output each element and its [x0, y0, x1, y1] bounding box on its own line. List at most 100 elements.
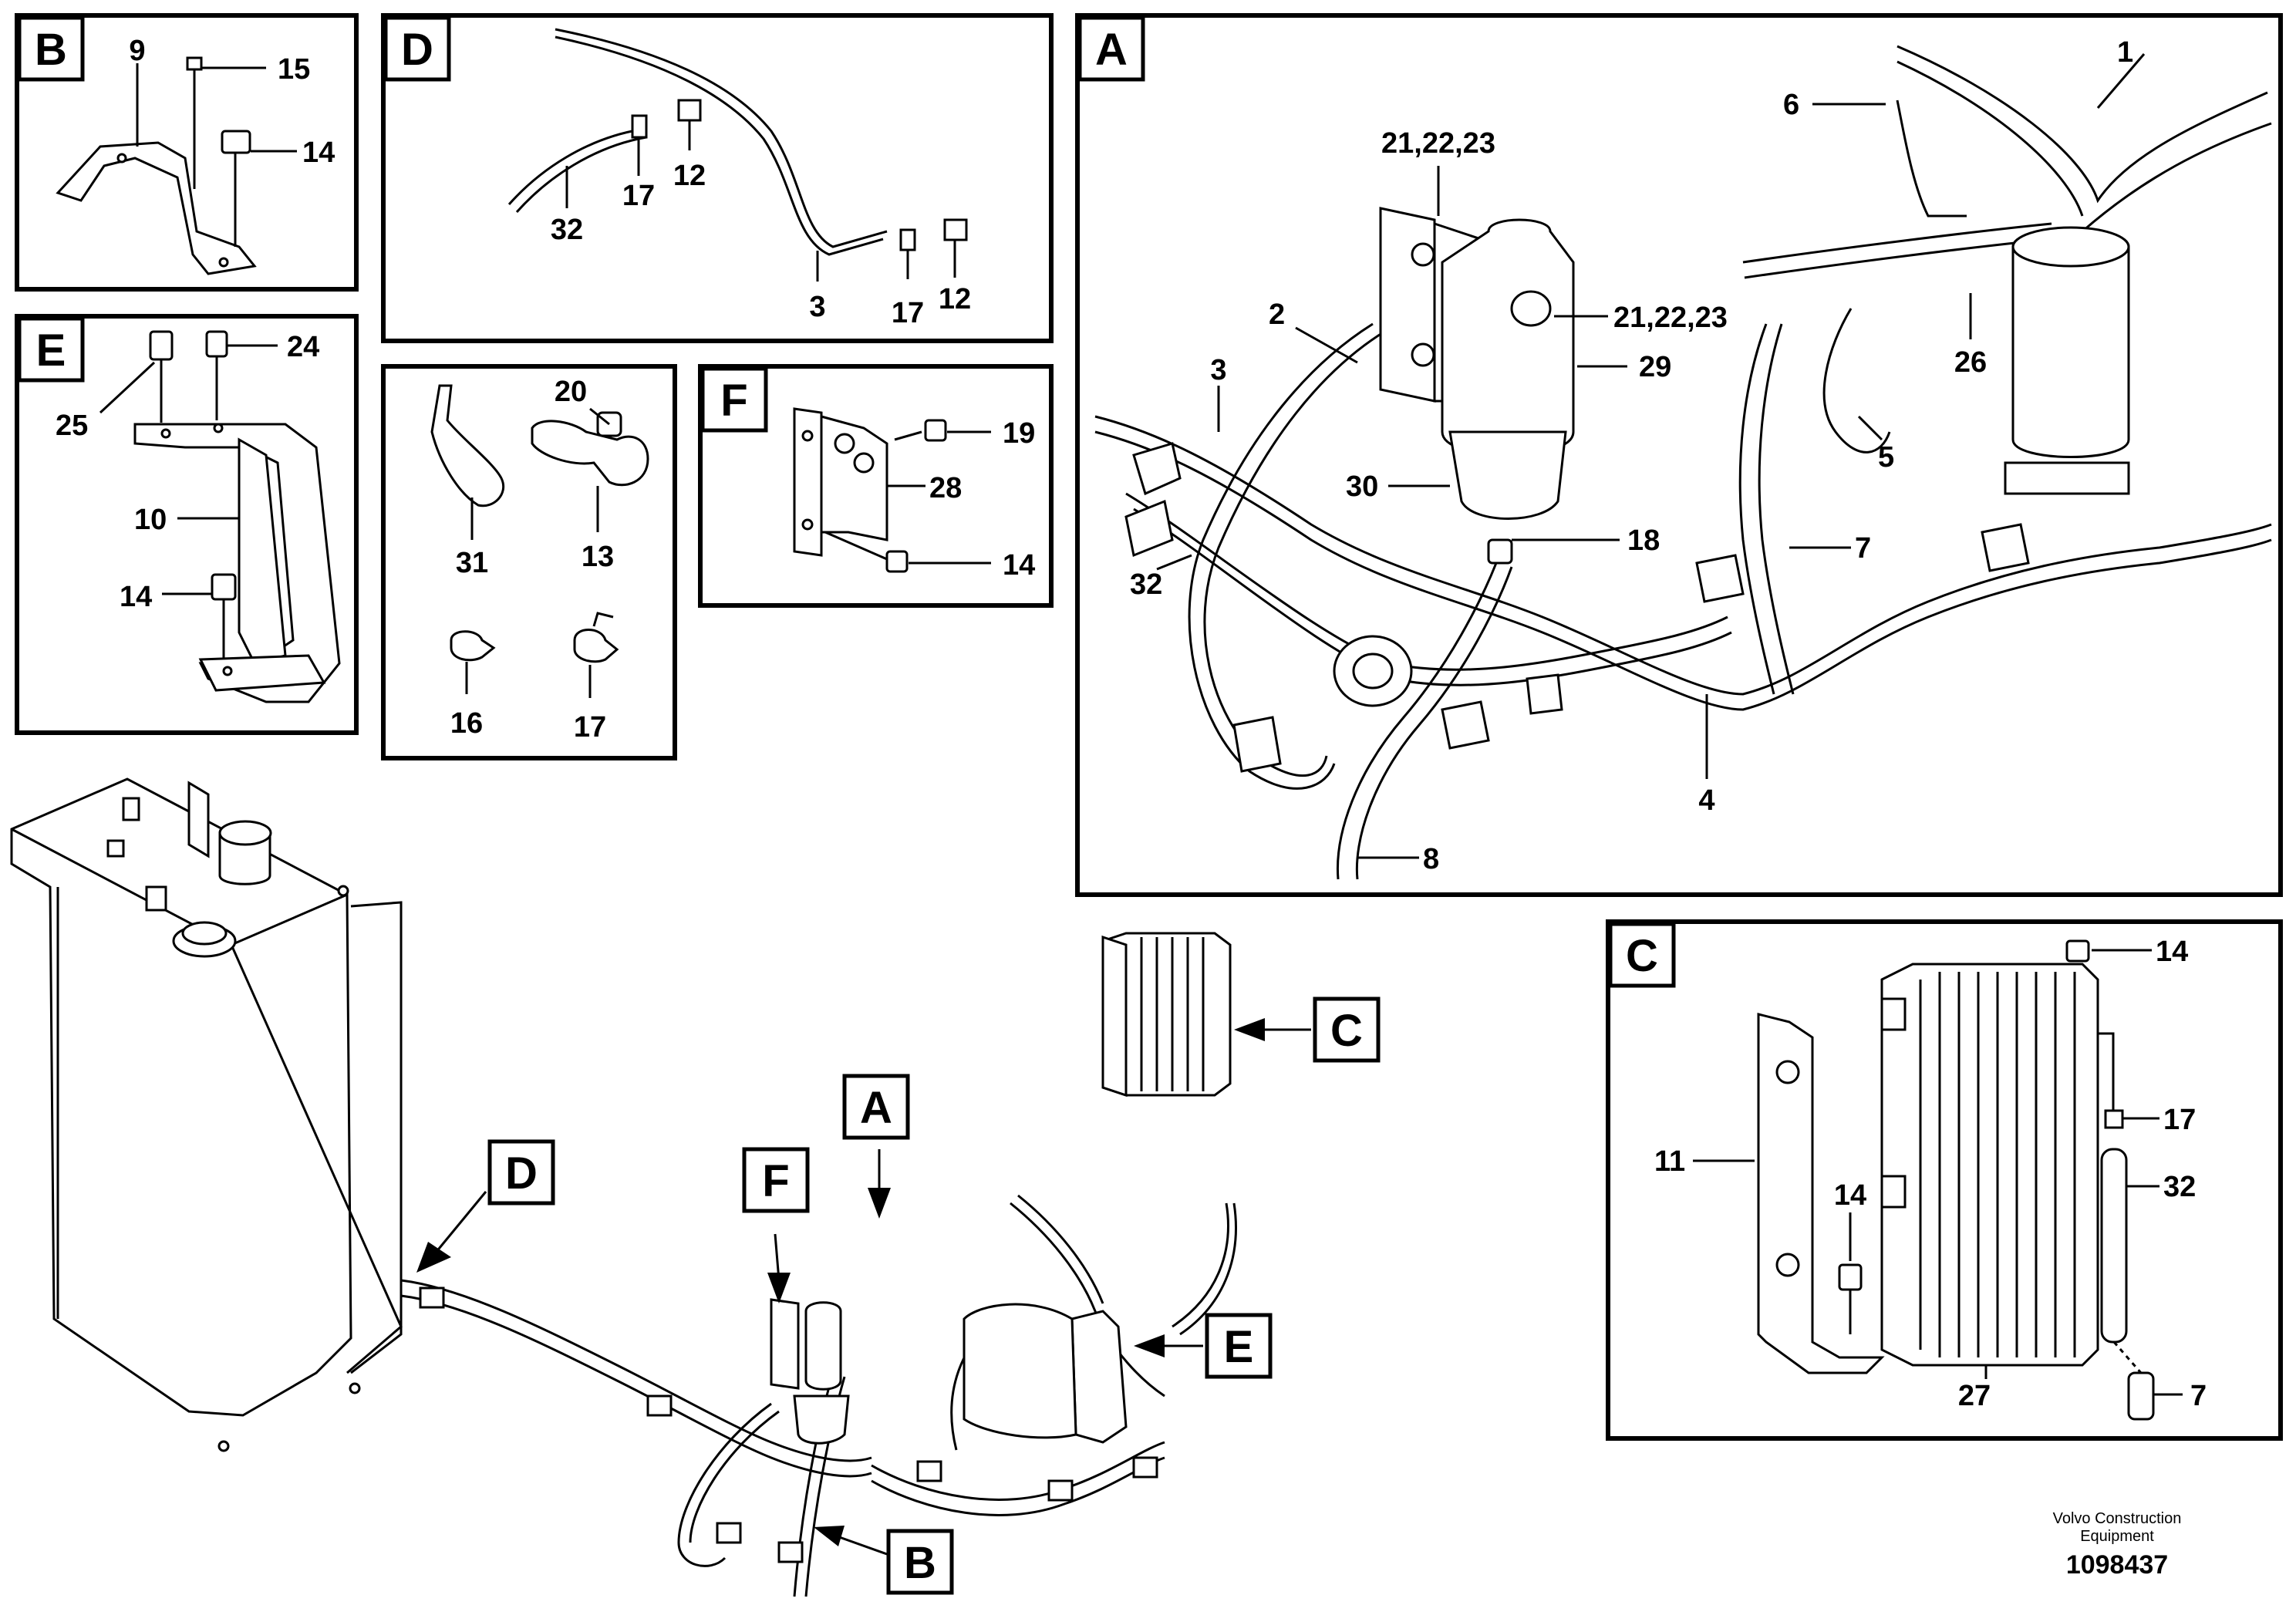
overview-clamp — [1047, 1479, 1074, 1502]
footer: Volvo Construction Equipment 1098437 — [2053, 1510, 2182, 1580]
hose-32 — [2100, 1148, 2128, 1344]
label-15: 15 — [278, 53, 310, 86]
overview-tag-e-letter: E — [1224, 1322, 1254, 1372]
label-9: 9 — [129, 35, 145, 67]
label-14: 14 — [1003, 549, 1035, 582]
leader-2 — [1295, 326, 1358, 364]
panel-f-tag — [700, 366, 768, 433]
overview-hose-7-b — [1017, 1194, 1104, 1304]
hose-8-b — [1355, 566, 1513, 880]
arrow-d-line — [430, 1191, 487, 1258]
bracket-hole — [218, 257, 229, 268]
fuel-tank — [10, 777, 352, 1417]
bolt-14-top — [2065, 939, 2090, 963]
leader-5 — [1857, 415, 1883, 441]
bolt-25-head — [149, 330, 174, 361]
panel-c: C 14 17 11 14 32 27 7 — [1606, 919, 2283, 1441]
hose-32-a — [507, 128, 641, 205]
tank-fitting — [145, 885, 167, 912]
overview-clamp — [419, 1286, 445, 1309]
fuel-cooler-27 — [1880, 963, 2099, 1367]
overview-hose-c — [1172, 1202, 1229, 1328]
hose-26 — [1742, 222, 2052, 264]
panel-d: D 32 17 12 3 17 12 — [381, 13, 1054, 343]
label-31: 31 — [456, 547, 488, 579]
label-7: 7 — [1855, 532, 1871, 565]
label-24: 24 — [287, 331, 319, 363]
leader-1 — [2096, 53, 2146, 109]
bracket-nut — [1775, 1060, 1800, 1084]
overview-bundle-frame — [963, 1303, 1077, 1439]
fitting-12-top — [677, 99, 702, 122]
panel-f-frame — [698, 364, 1054, 608]
overview-tag-d-letter: D — [505, 1148, 538, 1199]
cooler-mount-top — [1880, 997, 1907, 1031]
hose-2-b — [1203, 330, 1385, 777]
bracket-hole — [801, 518, 814, 531]
tank-fitting — [122, 797, 140, 821]
panel-c-frame — [1606, 919, 2283, 1441]
label-17: 17 — [574, 711, 606, 744]
hose-1-c — [2082, 122, 2272, 233]
label-17: 17 — [622, 180, 655, 212]
arrow-f-head — [767, 1273, 791, 1303]
label-14: 14 — [120, 581, 152, 613]
label-32: 32 — [2163, 1171, 2196, 1203]
panel-d-frame — [381, 13, 1054, 343]
filter-fitting — [1510, 290, 1552, 327]
cable-tie-31 — [430, 384, 505, 508]
label-19: 19 — [1003, 417, 1035, 450]
panel-a: A — [1075, 13, 2283, 897]
overview-water-separator — [793, 1394, 850, 1445]
bracket-28-side — [820, 415, 888, 541]
hose-5 — [1822, 308, 1891, 454]
overview-bracket-e — [1070, 1310, 1128, 1444]
bolt-14-shaft — [824, 531, 888, 561]
label-1: 1 — [2117, 36, 2133, 69]
nut — [834, 433, 855, 454]
arrow-b-head — [814, 1526, 845, 1546]
hose-clamp — [1981, 523, 2030, 572]
label-14: 14 — [2156, 936, 2188, 968]
fuel-filter-29 — [1441, 218, 1575, 457]
hose-8 — [1336, 562, 1498, 880]
hose-32-b — [1133, 508, 1732, 686]
overview-fuel-filter — [804, 1301, 842, 1391]
bolt-14-head — [211, 573, 237, 601]
label-14b: 14 — [1834, 1179, 1866, 1212]
drain-valve-18 — [1487, 538, 1513, 565]
panel-b-frame — [15, 13, 359, 292]
overview-cooler-bracket — [1101, 935, 1128, 1098]
nut — [853, 452, 875, 474]
bolt-24-head — [205, 330, 228, 358]
hose-clamp — [1695, 554, 1745, 603]
hose-7-end — [2127, 1371, 2155, 1421]
hose-3-upper — [555, 28, 888, 248]
leader-25 — [99, 361, 156, 414]
bracket-nut — [1411, 242, 1435, 267]
tank-right-face — [350, 901, 403, 1374]
overview-assembly: D F A C E B — [10, 777, 1381, 1597]
cooler-pipe — [2098, 1032, 2115, 1111]
overview-clamp — [1132, 1456, 1158, 1479]
panel-fasteners: 20 31 13 16 17 — [381, 364, 677, 760]
tank-foot — [349, 1382, 361, 1394]
panel-fasteners-frame — [381, 364, 677, 760]
filter-bracket-plate — [1379, 207, 1436, 403]
label-32: 32 — [1130, 568, 1162, 601]
label-7: 7 — [2190, 1380, 2207, 1412]
panel-f-letter: F — [720, 376, 747, 426]
cooler-fins — [1919, 972, 2076, 1357]
label-8: 8 — [1423, 843, 1439, 875]
arrow-d-head — [416, 1242, 451, 1273]
label-32: 32 — [551, 214, 583, 246]
overview-tag-c — [1313, 996, 1381, 1063]
label-21-22-23-right: 21,22,23 — [1613, 302, 1728, 334]
clip-17-bottom — [899, 228, 916, 251]
overview-clamp — [716, 1522, 742, 1544]
hose-3 — [1094, 415, 2272, 696]
label-26: 26 — [1954, 346, 1987, 379]
panel-e-tag — [17, 316, 85, 383]
bracket-hole — [213, 423, 224, 433]
